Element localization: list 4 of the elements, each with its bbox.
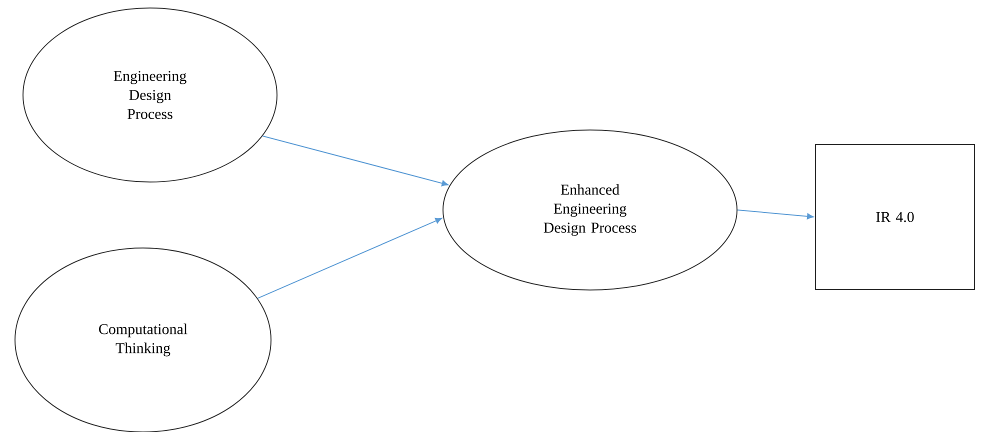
outcome-box: IR 4.0 — [815, 144, 975, 290]
arrow — [262, 136, 448, 186]
arrow — [257, 218, 442, 299]
arrow — [737, 210, 814, 220]
